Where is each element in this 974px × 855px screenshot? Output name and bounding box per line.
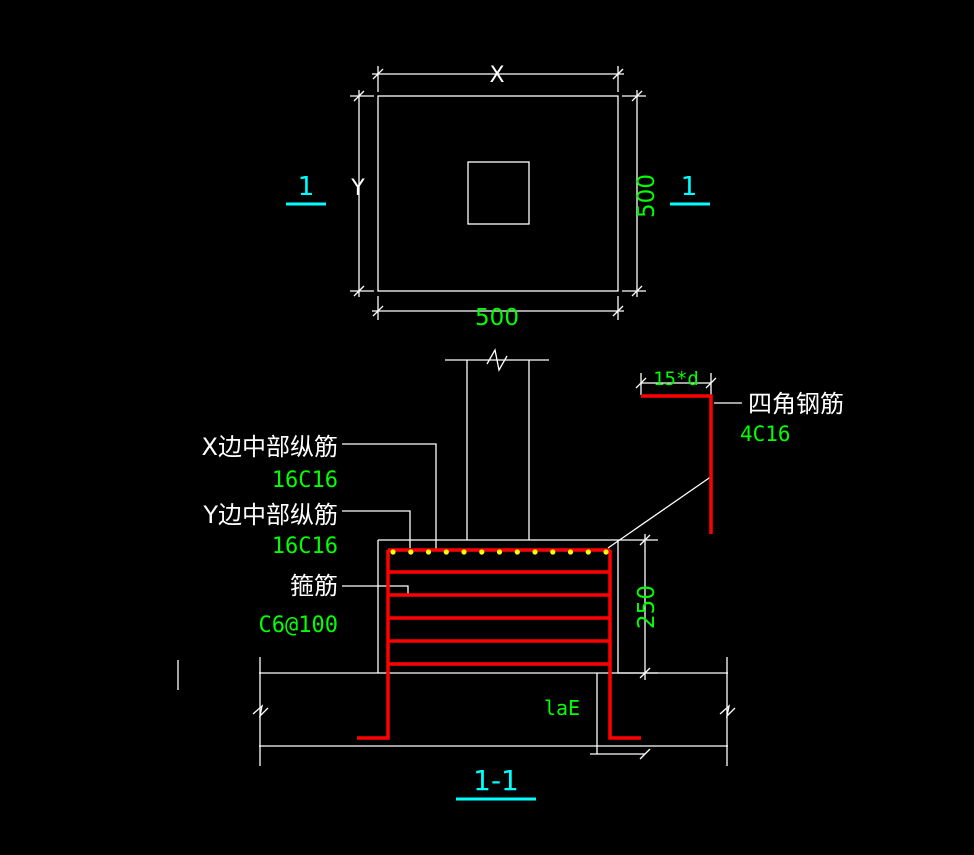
dim-right-line <box>622 90 646 297</box>
dim-y-line <box>350 90 374 297</box>
rebar-right-leg <box>608 550 641 740</box>
plan-view <box>350 66 646 320</box>
leader-corner <box>607 475 713 549</box>
bar-dot <box>390 549 396 555</box>
callout-corner-label: 四角钢筋 <box>748 390 844 418</box>
dim-anchor-value: laE <box>544 696 580 720</box>
section-title: 1-1 <box>456 764 536 801</box>
bar-dot <box>532 549 538 555</box>
bar-dot <box>567 549 574 555</box>
leader-stirrup <box>342 585 409 596</box>
dim-x-label: X <box>489 63 504 88</box>
dim-hook-line <box>635 373 717 395</box>
section-title-text: 1-1 <box>473 764 519 797</box>
leader-x-side <box>342 443 437 550</box>
dim-hook-value: 15*d <box>653 368 699 390</box>
bar-dot <box>550 549 556 555</box>
rebar-left-leg <box>357 550 390 740</box>
bar-dot <box>585 549 591 555</box>
callout-stirrup-label: 箍筋 <box>290 572 338 600</box>
callout-stirrup-spec: C6@100 <box>259 613 338 638</box>
leader-y-side <box>342 510 411 548</box>
bar-dot <box>603 549 609 555</box>
longitudinal-bar-dots <box>390 549 609 555</box>
footing-outline <box>377 95 619 292</box>
section-mark-right: 1 <box>670 172 710 206</box>
callout-y-side-spec: 16C16 <box>272 534 338 559</box>
bar-dot <box>425 549 432 555</box>
bar-dot <box>496 549 503 555</box>
callout-x-side-label: X边中部纵筋 <box>202 433 338 461</box>
bar-dot <box>479 549 485 555</box>
bar-dot <box>408 549 414 555</box>
rebar-cage <box>357 394 713 740</box>
column-outline <box>467 161 530 225</box>
dim-x-line <box>372 66 624 92</box>
column-section <box>445 348 549 540</box>
bar-dot <box>461 549 467 555</box>
callout-corner-spec: 4C16 <box>740 422 791 446</box>
pedestal-section <box>377 539 619 673</box>
section-mark-right-number: 1 <box>681 172 698 202</box>
callout-y-side-label: Y边中部纵筋 <box>202 501 338 529</box>
section-mark-left: 1 <box>286 172 326 206</box>
bar-dot <box>514 549 520 555</box>
corner-bar-detail <box>641 394 713 534</box>
dim-right-value: 500 <box>634 174 660 218</box>
dim-height-line <box>618 534 658 680</box>
dim-bottom-value: 500 <box>475 305 519 331</box>
dim-bottom-line <box>372 296 624 320</box>
section-mark-left-number: 1 <box>298 172 315 202</box>
callout-leaders <box>342 402 742 596</box>
dim-anchor-line <box>590 673 651 760</box>
callout-x-side-spec: 16C16 <box>272 468 338 493</box>
section-view <box>177 348 742 766</box>
dim-y-label: Y <box>350 176 365 201</box>
bar-dot <box>443 549 449 555</box>
dim-height-value: 250 <box>634 585 660 629</box>
